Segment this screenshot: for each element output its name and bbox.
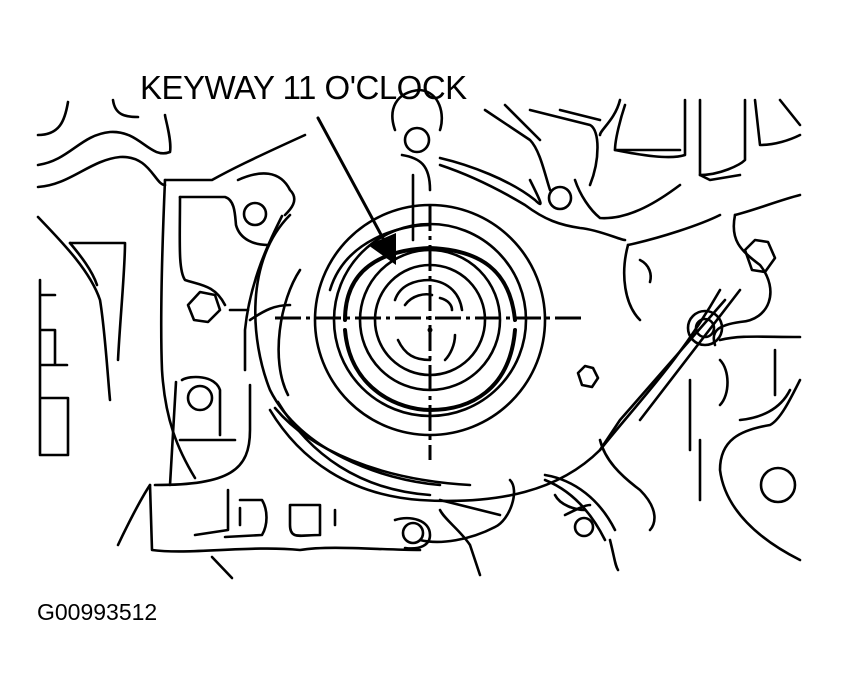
crosshair-centerline-icon bbox=[275, 205, 585, 460]
right-side-bosses bbox=[543, 193, 802, 572]
top-bolt-bosses bbox=[391, 88, 802, 242]
figure-id-label: G00993512 bbox=[37, 599, 158, 625]
pump-housing-arcs bbox=[254, 213, 722, 544]
lower-center-boss bbox=[393, 508, 482, 577]
lower-left-bracket bbox=[116, 375, 422, 580]
upper-left-contours bbox=[36, 98, 172, 402]
pointer-arrow-icon bbox=[316, 116, 396, 265]
keyway-callout-label: KEYWAY 11 O'CLOCK bbox=[140, 69, 467, 106]
left-housing-frame bbox=[159, 133, 307, 480]
left-edge-comb bbox=[38, 278, 70, 457]
